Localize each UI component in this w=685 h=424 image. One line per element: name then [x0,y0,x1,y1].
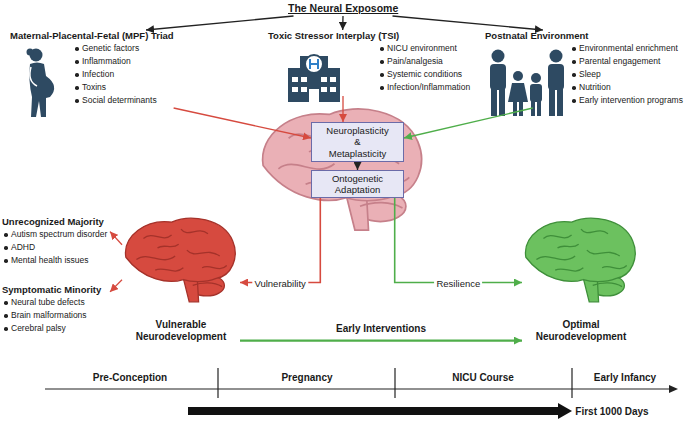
hospital-icon [288,55,340,102]
thousand-days-arrow [188,403,572,419]
bullet-item: Brain malformations [4,309,110,322]
timeline-tick [217,368,218,398]
factor-group: Maternal-Placental-Fetal (MPF) TriadGene… [8,30,238,108]
cross-circle [305,55,323,73]
timeline-label: First 1000 Days [575,406,648,417]
factor-group: Postnatal EnvironmentEnvironmental enric… [482,30,685,108]
box-text: Neuroplasticity & Metaplasticity [325,125,390,160]
bullet-item: Systemic conditions [380,68,480,81]
bullet-item: Pain/analgesia [380,55,480,68]
title-node: The Neural Exposome [288,1,398,16]
connector-arrow [240,198,320,283]
outcome-list: Symptomatic MinorityNeural tube defectsB… [2,284,110,337]
timeline-label: Pre-Conception [93,372,167,383]
group-heading: Toxic Stressor Interplay (TSI) [262,30,480,42]
h-sign [310,59,318,69]
timeline-label: NICU Course [452,372,514,383]
bullet-item: NICU environment [380,42,480,55]
timeline-axis [45,388,670,389]
bullet-item: Infection/Inflammation [380,81,480,94]
bullet-item: ADHD [4,241,110,254]
timeline-tick [571,368,572,398]
brain-label: Vulnerable Neurodevelopment [122,319,240,343]
connector-arrow [404,108,533,138]
bullet-item: Social determinants [75,94,238,107]
bullet-item: Mental health issues [4,254,110,267]
bullet-item: Neural tube defects [4,296,110,309]
bullet-list: Genetic factorsInflammationInfectionToxi… [75,42,238,107]
brain-outline [122,215,240,303]
process-box: Neuroplasticity & Metaplasticity [311,122,404,162]
bullet-item: Genetic factors [75,42,238,55]
bullet-item: Cerebral palsy [4,322,110,335]
connector-arrow [395,198,522,283]
brain-node: Vulnerable Neurodevelopment [122,215,240,350]
family-icon [490,50,564,117]
bullet-list: Environmental enrichmentParental engagem… [572,42,685,107]
connector-arrow [240,340,522,342]
group-heading: Maternal-Placental-Fetal (MPF) Triad [8,30,238,42]
timeline-label: Early Infancy [594,372,656,383]
process-box: Ontogenetic Adaptation [311,170,404,198]
edge-label: Early Interventions [334,322,428,333]
timeline-arrowhead [669,385,678,393]
factor-group: Toxic Stressor Interplay (TSI)NICU envir… [262,30,480,96]
edge-label: Vulnerability [252,277,307,288]
windows [292,77,336,102]
icon-body [29,63,54,118]
connector-arrow [146,16,294,30]
bullet-list: Neural tube defectsBrain malformationsCe… [4,296,110,335]
group-heading: Symptomatic Minority [2,284,110,296]
icon-hair [27,49,34,56]
bullet-item: Infection [75,68,238,81]
connector-arrow [393,16,543,30]
bullet-item: Autism spectrum disorder [4,228,110,241]
bullet-item: Early intervention programs [572,94,685,107]
connector-arrow [110,280,122,292]
timeline-label: Pregnancy [281,372,332,383]
outcome-list: Unrecognized MajorityAutism spectrum dis… [2,216,110,268]
bullet-item: Parental engagement [572,55,685,68]
bullet-item: Environmental enrichment [572,42,685,55]
pregnant-woman-icon [27,49,55,118]
brain-shape [526,218,636,302]
brain-label: Optimal Neurodevelopment [522,319,640,343]
central-brain [263,109,422,230]
bullet-item: Toxins [75,81,238,94]
bullet-item: Inflammation [75,55,238,68]
connector-arrow [342,16,344,30]
connector-arrow [342,96,343,122]
connector-arrow [110,232,122,245]
timeline [45,368,678,398]
brain-node: Optimal Neurodevelopment [522,215,640,350]
box-text: Ontogenetic Adaptation [325,173,390,196]
brain-outline [522,215,640,303]
bullet-item: Nutrition [572,81,685,94]
bullet-item: Sleep [572,68,685,81]
diagram-heading: The Neural Exposome [288,1,398,16]
connector-arrow [357,162,358,170]
bullet-list: Autism spectrum disorderADHDMental healt… [4,228,110,267]
group-heading: Postnatal Environment [482,30,685,42]
group-heading: Unrecognized Majority [2,216,110,228]
edge-label: Resilience [434,277,482,288]
timeline-tick [394,368,395,398]
connector-arrow [174,108,311,138]
icon-arm [30,67,37,86]
brain-shape [126,218,236,302]
bullet-list: NICU environmentPain/analgesiaSystemic c… [380,42,480,94]
